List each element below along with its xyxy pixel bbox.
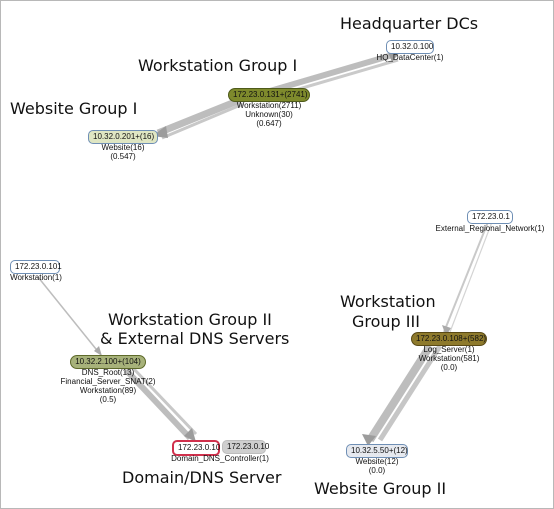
group-label-workstation-group-iii-2: Group III (352, 312, 420, 331)
node-website-group-i[interactable]: 10.32.0.201+(16) (88, 130, 158, 144)
node-web2-line-1: Website(12) (355, 457, 399, 466)
edge-ws2-dns-b (131, 366, 198, 436)
edge-ws1-web1 (156, 96, 242, 137)
group-label-workstation-group-i: Workstation Group I (138, 56, 298, 75)
node-ws1-line-2: Unknown(30) (245, 110, 293, 119)
edge-ws3-web2-b (377, 344, 443, 442)
node-ws2-line-3: Workstation(89) (79, 386, 137, 395)
edge-ext-ws3-arrow (442, 325, 451, 336)
group-label-workstation-group-iii-1: Workstation (340, 292, 436, 311)
node-single-workstation[interactable]: 172.23.0.101 (10, 260, 62, 274)
node-ws-single-line-1: Workstation(1) (10, 273, 62, 282)
node-ws3-line-3: (0.0) (440, 363, 458, 372)
node-hq-dc-label: HQ_DataCenter(1) (376, 53, 444, 62)
node-ws2-line-1: DNS_Root(13) (81, 368, 135, 377)
group-label-domain-dns-server: Domain/DNS Server (122, 468, 282, 487)
node-web2-line-2: (0.0) (368, 466, 386, 475)
edge-ws1-hq (269, 51, 397, 94)
group-label-workstation-group-ii-1: Workstation Group II (108, 310, 272, 329)
node-ws2-line-4: (0.5) (99, 395, 117, 404)
node-hq-dc[interactable]: 10.32.0.100 (386, 40, 434, 54)
edge-ws1-hq-arrow (388, 52, 400, 62)
edge-wssingle-ws2 (37, 276, 101, 355)
node-ws1-line-3: (0.647) (256, 119, 282, 128)
node-ws2-line-2: Financial_Server_SNAT(2) (60, 377, 156, 386)
node-ws3-line-1: Log_Server(1) (423, 345, 475, 354)
node-web1-line-2: (0.547) (110, 152, 136, 161)
node-website-group-ii[interactable]: 10.32.5.50+(12) (346, 444, 408, 458)
group-label-headquarter-dcs: Headquarter DCs (340, 14, 479, 33)
node-ws3-line-2: Workstation(581) (418, 354, 480, 363)
node-domain-dns-server-alt[interactable]: 172.23.0.10 (222, 440, 269, 454)
edge-ext-ws3 (443, 221, 489, 333)
group-label-website-group-i: Website Group I (10, 99, 138, 118)
node-workstation-group-i[interactable]: 172.23.0.131+(2741) (228, 88, 310, 102)
edge-ws2-dns-arrow (184, 428, 196, 442)
node-workstation-group-iii[interactable]: 172.23.0.108+(582) (411, 332, 487, 346)
group-label-workstation-group-ii-2: & External DNS Servers (100, 329, 290, 348)
edge-ws1-web1-b (161, 102, 244, 140)
node-domain-dns-server[interactable]: 172.23.0.10 (172, 440, 220, 456)
node-ws1-line-1: Workstation(2711) (236, 101, 302, 110)
edge-wssingle-ws2-arrow (94, 346, 102, 356)
edge-ext-ws3-b (449, 221, 493, 333)
node-ext-line-1: External_Regional_Network(1) (435, 224, 545, 233)
edge-ws2-dns (123, 367, 193, 441)
node-workstation-group-ii[interactable]: 10.32.2.100+(104) (70, 355, 146, 369)
node-dns-line-1: Domain_DNS_Controller(1) (171, 454, 269, 463)
edge-ws3-web2 (366, 343, 434, 443)
edge-ws3-web2-arrow (362, 434, 376, 446)
node-web1-line-1: Website(16) (101, 143, 145, 152)
node-external-network[interactable]: 172.23.0.1 (467, 210, 513, 224)
group-label-website-group-ii: Website Group II (314, 479, 447, 498)
